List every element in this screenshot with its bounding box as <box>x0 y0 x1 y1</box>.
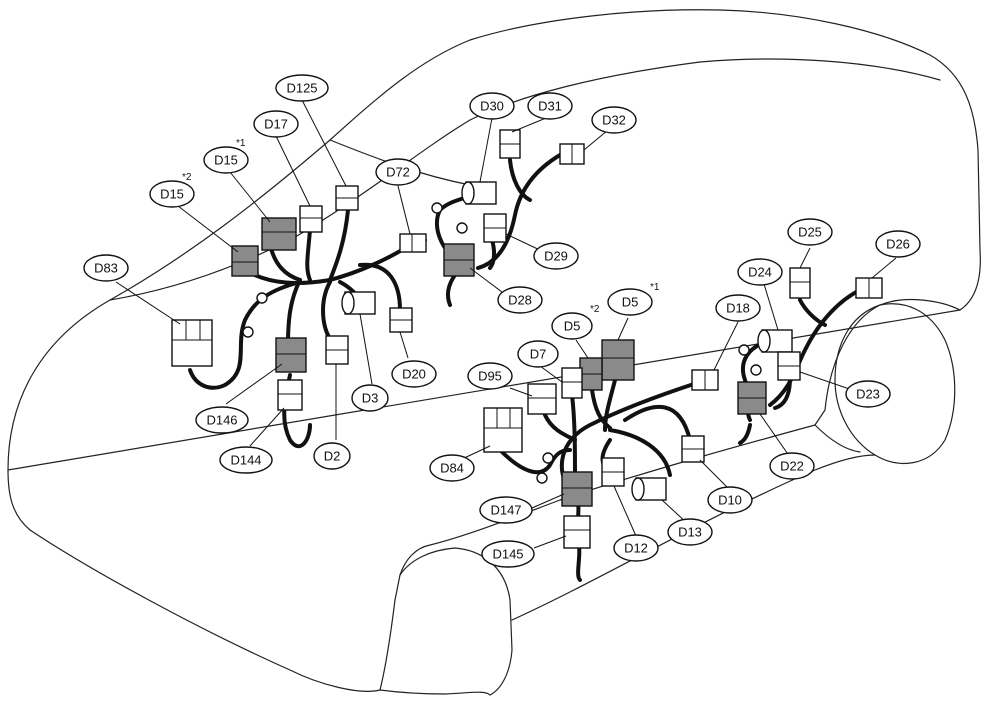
connector-d17[interactable] <box>299 205 323 233</box>
svg-text:D125: D125 <box>286 81 317 96</box>
label-d10[interactable]: D10 <box>707 486 753 514</box>
svg-text:D26: D26 <box>886 237 910 252</box>
label-d25[interactable]: D25 <box>787 218 833 246</box>
label-d125[interactable]: D125 <box>275 74 329 102</box>
connector-d145[interactable] <box>563 515 591 549</box>
svg-text:D20: D20 <box>402 367 426 382</box>
svg-text:D23: D23 <box>856 387 880 402</box>
label-d145[interactable]: D145 <box>481 540 535 568</box>
svg-text:D95: D95 <box>478 369 502 384</box>
connector-d7[interactable] <box>561 367 583 399</box>
svg-text:D12: D12 <box>624 541 648 556</box>
label-d144[interactable]: D144 <box>219 446 273 474</box>
svg-text:D7: D7 <box>530 347 547 362</box>
svg-text:D72: D72 <box>386 165 410 180</box>
connectors <box>171 129 883 549</box>
label-d28[interactable]: D28 <box>497 286 543 314</box>
svg-text:D25: D25 <box>798 225 822 240</box>
svg-text:D83: D83 <box>94 261 118 276</box>
svg-text:*2: *2 <box>182 172 192 183</box>
label-d5-2[interactable]: D5 *2 <box>551 304 600 340</box>
svg-text:D145: D145 <box>492 547 523 562</box>
svg-text:D18: D18 <box>726 301 750 316</box>
label-d7[interactable]: D7 <box>517 340 559 368</box>
svg-text:D30: D30 <box>480 99 504 114</box>
label-d3[interactable]: D3 <box>351 384 389 412</box>
svg-text:*2: *2 <box>590 304 600 315</box>
svg-text:D17: D17 <box>264 117 288 132</box>
label-d24[interactable]: D24 <box>737 258 783 286</box>
label-d20[interactable]: D20 <box>391 360 437 388</box>
label-d95[interactable]: D95 <box>467 362 513 390</box>
connector-d72[interactable] <box>399 233 427 253</box>
svg-text:D31: D31 <box>538 99 562 114</box>
svg-text:D13: D13 <box>678 525 702 540</box>
connector-d147[interactable] <box>561 471 593 507</box>
label-d72[interactable]: D72 <box>375 158 421 186</box>
svg-text:D5: D5 <box>622 295 639 310</box>
connector-d5-1[interactable] <box>601 339 635 381</box>
label-d146[interactable]: D146 <box>195 406 249 434</box>
svg-text:D29: D29 <box>544 249 568 264</box>
label-d31[interactable]: D31 <box>527 92 573 120</box>
connector-d146[interactable] <box>275 337 307 373</box>
label-d84[interactable]: D84 <box>429 454 475 482</box>
label-d22[interactable]: D22 <box>769 452 815 480</box>
svg-text:D24: D24 <box>748 265 772 280</box>
label-d13[interactable]: D13 <box>667 518 713 546</box>
leader-lines <box>115 99 897 549</box>
label-d2[interactable]: D2 <box>313 442 351 470</box>
connector-d95[interactable] <box>527 383 557 415</box>
label-d5-1[interactable]: D5 *1 <box>607 282 660 316</box>
svg-text:D84: D84 <box>440 461 464 476</box>
svg-text:*1: *1 <box>236 138 246 149</box>
svg-text:D144: D144 <box>230 453 261 468</box>
svg-text:D3: D3 <box>362 391 379 406</box>
svg-text:D146: D146 <box>206 413 237 428</box>
label-d15-2[interactable]: D15 *2 <box>149 172 195 208</box>
connector-d25[interactable] <box>789 267 811 299</box>
svg-text:D147: D147 <box>490 503 521 518</box>
harness-clips <box>242 202 762 484</box>
label-d29[interactable]: D29 <box>533 242 579 270</box>
label-d32[interactable]: D32 <box>591 106 637 134</box>
label-d23[interactable]: D23 <box>845 380 891 408</box>
svg-text:D2: D2 <box>324 449 341 464</box>
connector-d84[interactable] <box>483 407 523 453</box>
label-d15-1[interactable]: D15 *1 <box>203 138 249 174</box>
svg-text:D15: D15 <box>160 187 184 202</box>
svg-text:D10: D10 <box>718 493 742 508</box>
label-d17[interactable]: D17 <box>253 110 299 138</box>
label-d147[interactable]: D147 <box>479 496 533 524</box>
svg-text:D32: D32 <box>602 113 626 128</box>
label-d12[interactable]: D12 <box>613 534 659 562</box>
svg-text:*1: *1 <box>650 282 660 293</box>
connector-d15-1[interactable] <box>261 217 297 251</box>
svg-text:D22: D22 <box>780 459 804 474</box>
label-d26[interactable]: D26 <box>875 230 921 258</box>
label-d18[interactable]: D18 <box>715 294 761 322</box>
label-d83[interactable]: D83 <box>83 254 129 282</box>
connector-d144[interactable] <box>277 379 303 411</box>
svg-text:D28: D28 <box>508 293 532 308</box>
callout-labels: D125 D17 D15 *1 D15 *2 D83 D72 D30 <box>83 74 921 568</box>
label-d30[interactable]: D30 <box>469 92 515 120</box>
svg-text:D15: D15 <box>214 153 238 168</box>
svg-text:D5: D5 <box>564 319 581 334</box>
connector-d83[interactable] <box>171 319 213 367</box>
